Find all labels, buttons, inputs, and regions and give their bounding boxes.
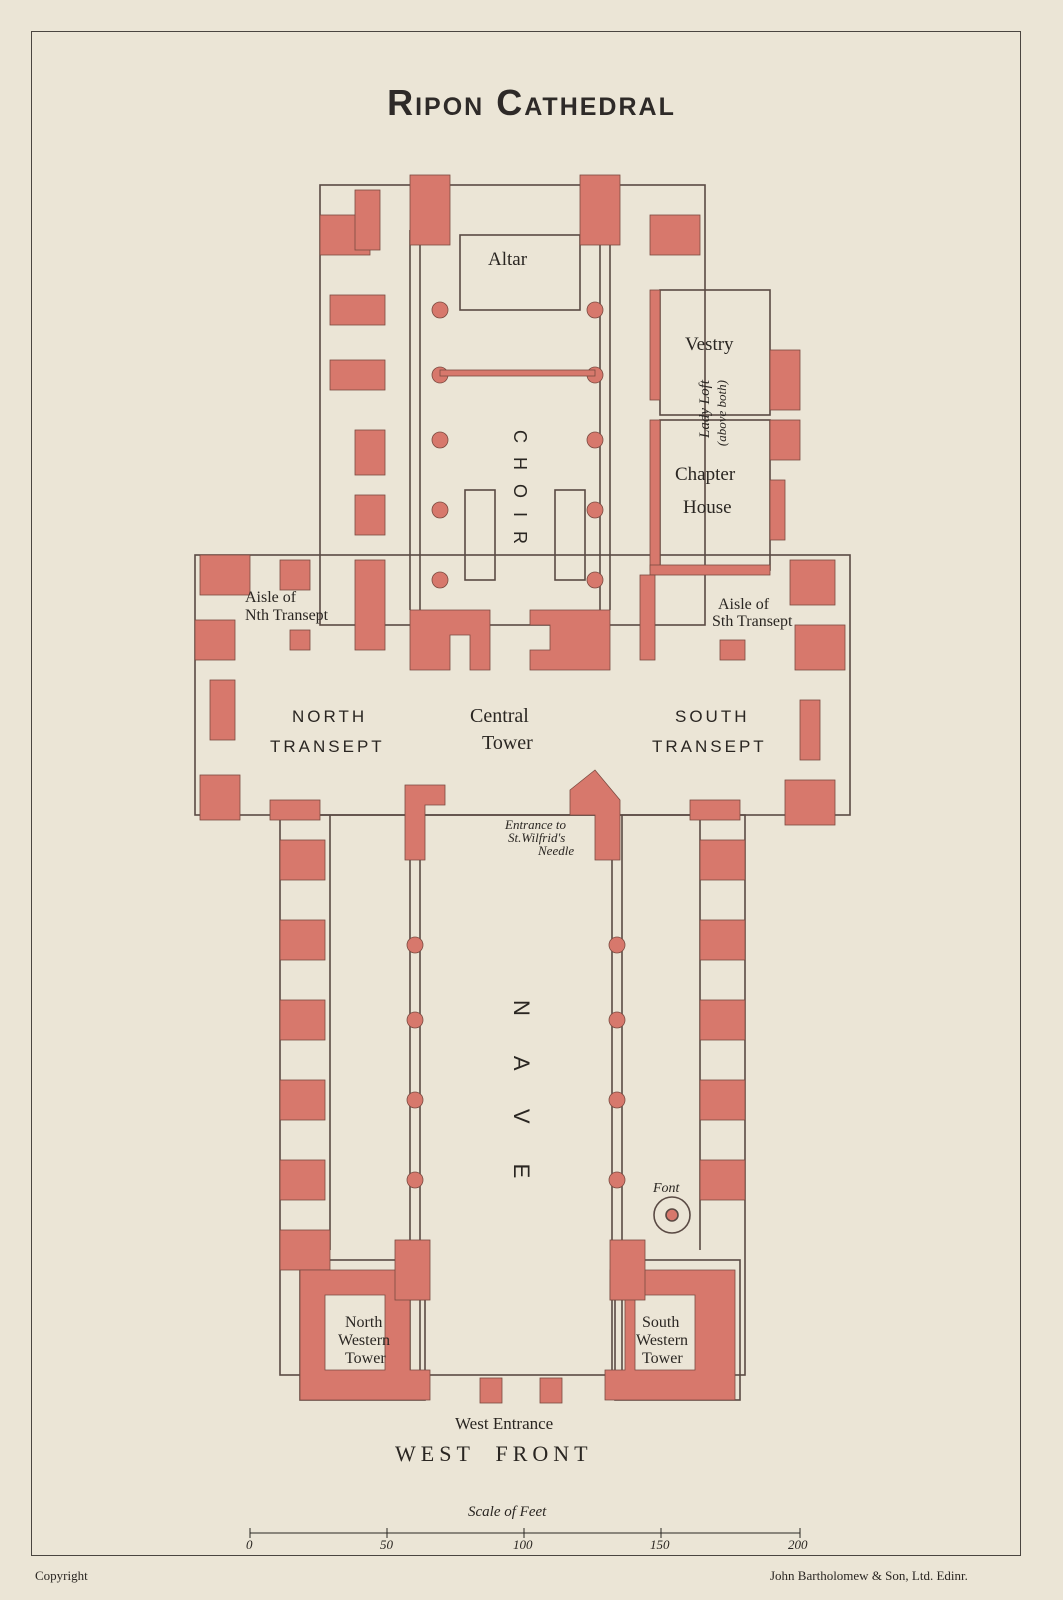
crossing-pier-nw xyxy=(409,609,491,671)
copyright-text: Copyright xyxy=(35,1568,88,1583)
buttress xyxy=(649,214,701,256)
north-transept-label-1: NORTH xyxy=(292,707,368,726)
buttress xyxy=(354,429,386,476)
scale-title: Scale of Feet xyxy=(468,1504,547,1520)
font-label: Font xyxy=(653,1181,680,1196)
south-transept-label-2: TRANSEPT xyxy=(652,737,767,756)
buttress xyxy=(329,359,386,391)
nw-tower-label-2: Western xyxy=(338,1332,391,1349)
nave-label: NAVE xyxy=(509,1000,535,1219)
buttress xyxy=(354,494,386,536)
scale-tick-100: 100 xyxy=(513,1537,533,1552)
scale-tick-0: 0 xyxy=(246,1537,253,1552)
crossing-pier-sw xyxy=(404,784,446,861)
aisle-s-transept-label-1: Aisle of xyxy=(718,596,770,613)
choir-outline xyxy=(319,184,706,626)
aisle-n-transept-label-2: Nth Transept xyxy=(245,607,329,624)
central-tower-label-1: Central xyxy=(470,705,529,727)
buttress xyxy=(579,174,621,246)
scale-tick-50: 50 xyxy=(380,1537,393,1552)
font-inner xyxy=(665,1208,679,1222)
central-tower-label-2: Tower xyxy=(482,732,533,754)
nw-tower-label-1: North xyxy=(345,1314,383,1331)
choir-label: CHOIR xyxy=(509,430,530,558)
chapter-house-label-2: House xyxy=(683,497,732,518)
buttress xyxy=(409,174,451,246)
nw-tower-label-3: Tower xyxy=(345,1350,386,1367)
west-entrance-label: West Entrance xyxy=(455,1414,554,1433)
st-wilfrid-label-1: Entrance to xyxy=(505,817,567,832)
north-transept-label-2: TRANSEPT xyxy=(270,737,385,756)
scale-bar xyxy=(249,1528,801,1538)
aisle-s-transept-label-2: Sth Transept xyxy=(712,613,793,630)
south-transept-label-1: SOUTH xyxy=(675,707,750,726)
font-outer xyxy=(653,1196,691,1234)
above-both-label: (above both) xyxy=(714,380,729,447)
altar-outline xyxy=(459,234,581,311)
buttress xyxy=(354,559,386,651)
map-frame xyxy=(31,31,1021,1556)
st-wilfrid-label-3: Needle xyxy=(538,843,575,858)
scale-tick-200: 200 xyxy=(788,1537,808,1552)
buttress xyxy=(354,189,381,251)
map-title: Ripon Cathedral xyxy=(387,82,676,123)
buttress xyxy=(329,294,386,326)
scale-tick-150: 150 xyxy=(650,1537,670,1552)
st-wilfrid-label-2: St.Wilfrid's xyxy=(508,830,566,845)
aisle-n-transept-label-1: Aisle of xyxy=(245,589,297,606)
sw-tower-label-3: Tower xyxy=(642,1350,683,1367)
west-front-label: WEST FRONT xyxy=(395,1441,593,1466)
crossing-pier-se xyxy=(569,769,621,861)
altar-label: Altar xyxy=(488,249,528,270)
sw-tower-label-2: Western xyxy=(636,1332,689,1349)
chapter-house-label-1: Chapter xyxy=(675,464,736,485)
publisher-text: John Bartholomew & Son, Ltd. Edinr. xyxy=(770,1568,968,1583)
sw-tower-label-1: South xyxy=(642,1314,680,1331)
crossing-pier-ne xyxy=(529,609,611,671)
lady-loft-label: Lady Loft xyxy=(697,380,713,438)
vestry-label: Vestry xyxy=(685,334,734,355)
